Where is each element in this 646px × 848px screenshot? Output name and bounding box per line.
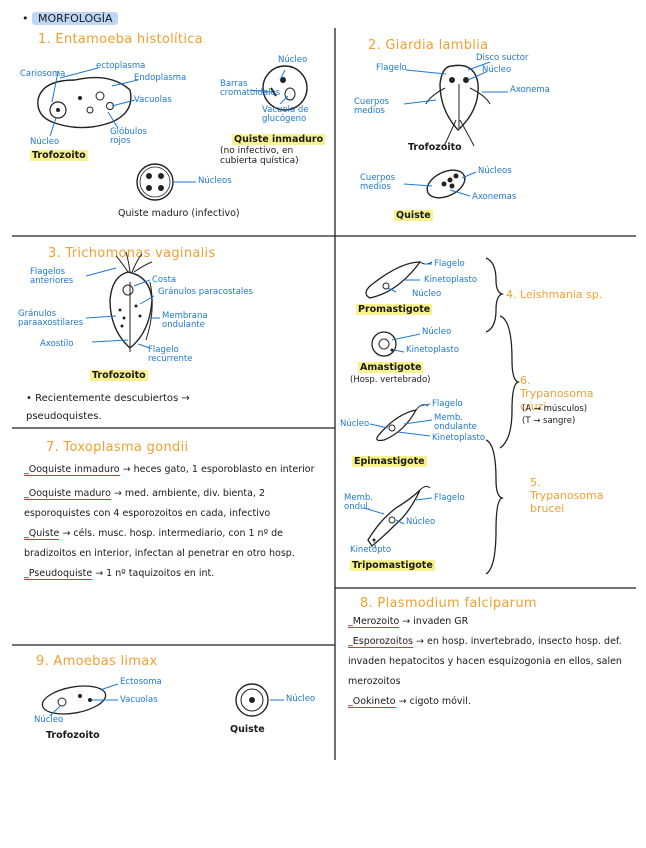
l-label-ectosoma: Ectosoma xyxy=(120,678,162,687)
l-label-vacuolas: Vacuolas xyxy=(120,696,158,705)
l-label-nucleo-2: Núcleo xyxy=(286,695,315,704)
l-trofozoito-caption: Trofozoito xyxy=(46,730,100,741)
l-quiste-caption: Quiste xyxy=(230,724,265,735)
l-label-nucleo: Núcleo xyxy=(34,716,63,725)
